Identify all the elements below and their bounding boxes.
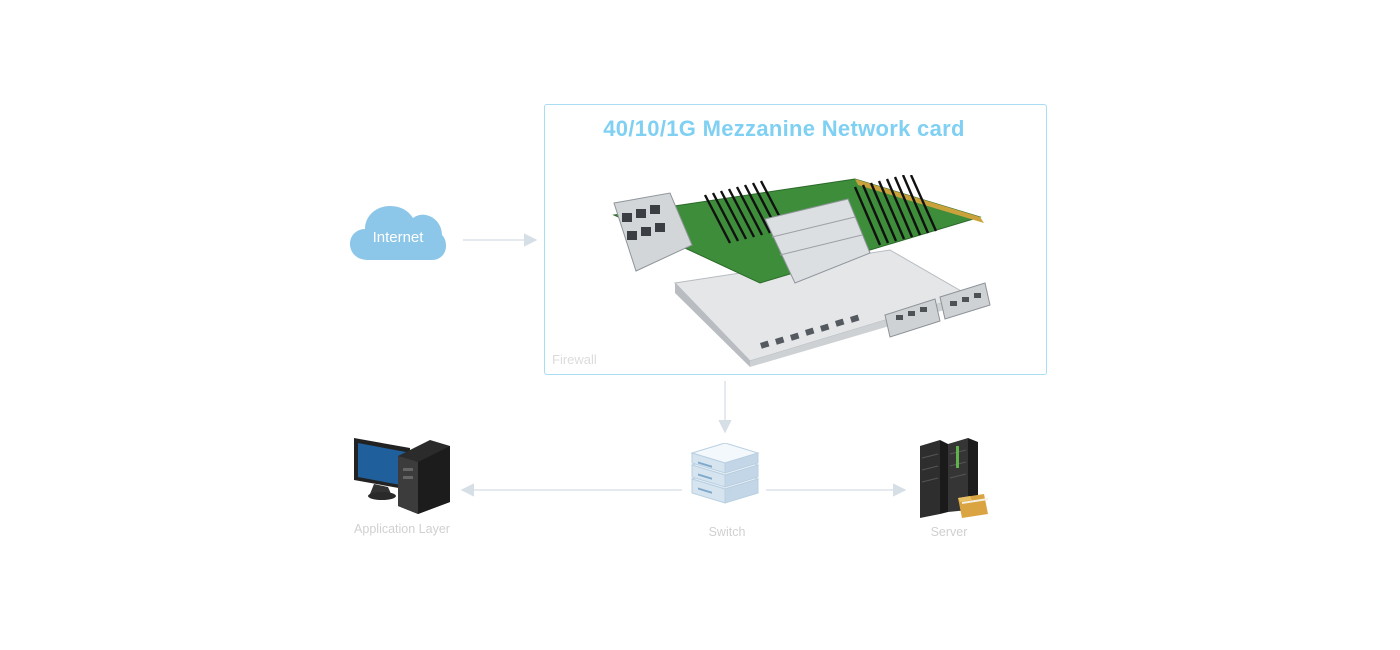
box-title: 40/10/1G Mezzanine Network card: [603, 116, 965, 141]
internet-label: Internet: [372, 229, 424, 246]
application-layer-label: Application Layer: [354, 522, 450, 536]
firewall-appliance-icon: [612, 175, 991, 367]
switch-icon: [690, 443, 760, 504]
server-rack-icon: [920, 438, 988, 518]
desktop-computer-icon: [354, 438, 450, 514]
cloud-icon: [350, 206, 446, 260]
firewall-box: [544, 104, 1047, 375]
firewall-label: Firewall: [552, 352, 597, 367]
server-label: Server: [930, 525, 968, 539]
switch-label: Switch: [708, 525, 746, 539]
